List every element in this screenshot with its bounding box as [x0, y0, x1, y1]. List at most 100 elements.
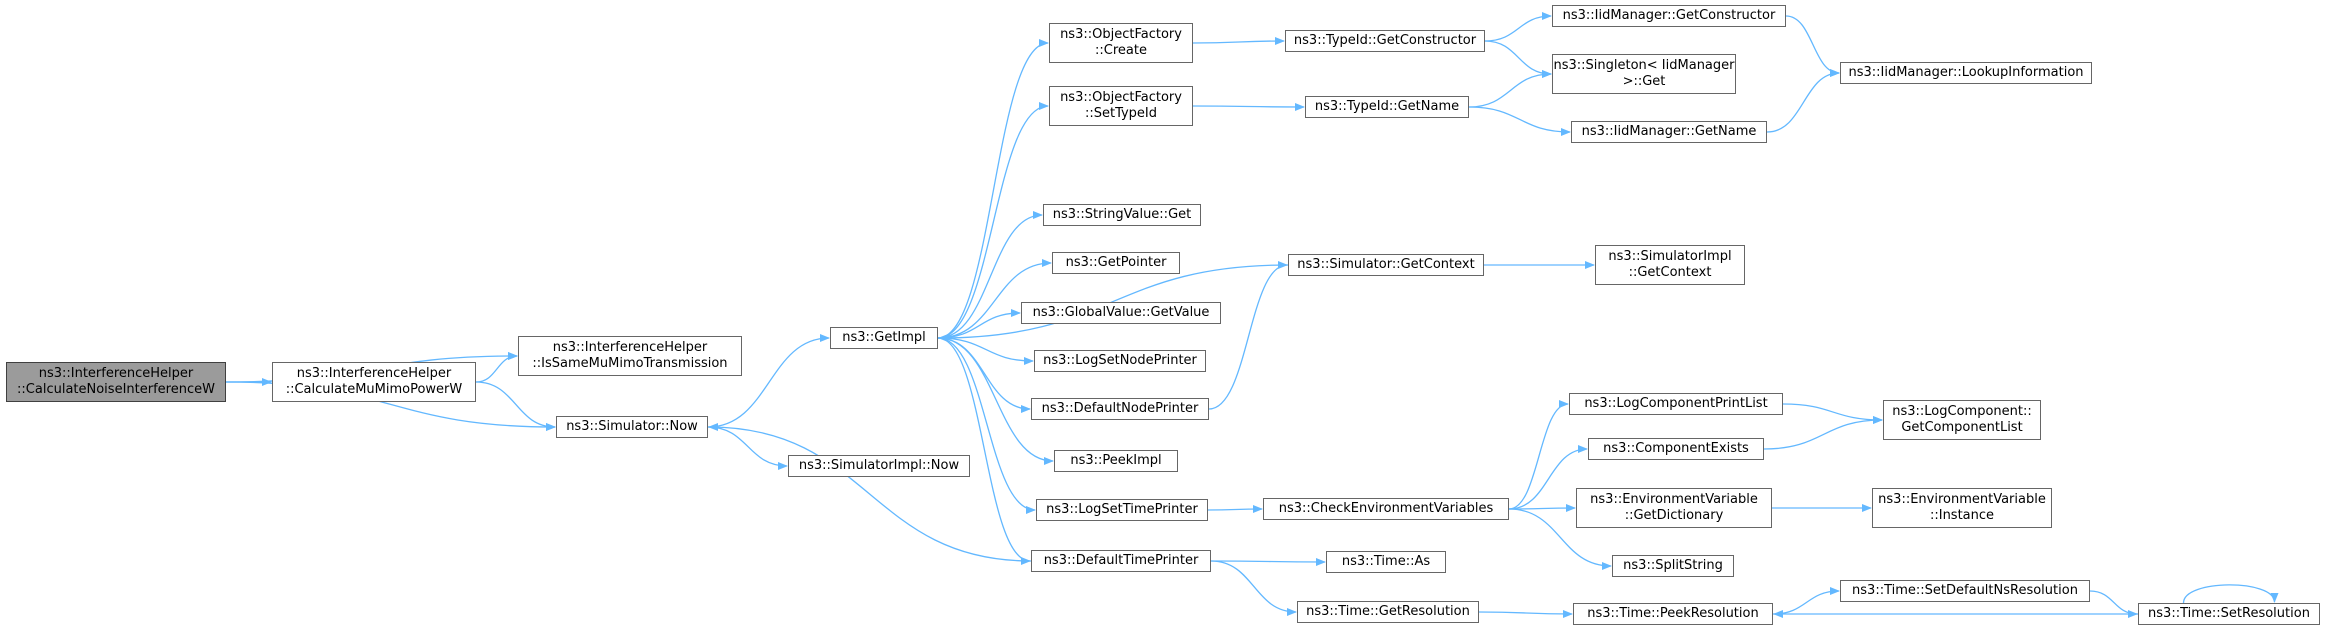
function-node-label-line: ::CalculateNoiseInterferenceW [17, 382, 215, 397]
function-node-simimpl-getcontext[interactable]: ns3::SimulatorImpl::GetContext [1595, 245, 1745, 285]
call-edge-time-setdefaultnsresolution-to-time-setresolution [2089, 590, 2138, 618]
function-node-label-line: ns3::IidManager::GetName [1581, 124, 1757, 139]
call-edge-typeid-getname-to-iidmgr-getname [1468, 106, 1571, 136]
function-node-default-node-printer[interactable]: ns3::DefaultNodePrinter [1031, 398, 1209, 420]
function-node-label-line: ns3::InterferenceHelper [552, 340, 708, 355]
function-node-label: ns3::LogComponent::GetComponentList [1892, 404, 2032, 436]
function-node-component-exists[interactable]: ns3::ComponentExists [1588, 438, 1764, 460]
call-edge-time-setresolution-to-time-setresolution [2182, 584, 2279, 604]
function-node-label-line: ::Create [1095, 43, 1147, 58]
function-node-logcomp-getcomponentlist[interactable]: ns3::LogComponent::GetComponentList [1883, 400, 2041, 440]
function-node-label: ns3::Time::SetDefaultNsResolution [1852, 583, 2078, 599]
function-node-label: ns3::ObjectFactory::SetTypeId [1060, 90, 1182, 122]
function-node-label: ns3::Simulator::GetContext [1297, 257, 1474, 273]
call-edge-typeid-getname-to-singleton-get [1468, 70, 1552, 108]
function-node-log-set-node-printer[interactable]: ns3::LogSetNodePrinter [1034, 350, 1206, 372]
function-node-label-line: ns3::StringValue::Get [1052, 207, 1192, 222]
function-node-label: ns3::LogSetTimePrinter [1046, 502, 1198, 518]
function-node-label-line: ns3::LogSetTimePrinter [1046, 502, 1198, 517]
function-node-envvar-getdictionary[interactable]: ns3::EnvironmentVariable::GetDictionary [1576, 488, 1772, 528]
call-edge-calc-mumimo-power-to-is-same-mumimo [475, 352, 518, 383]
function-node-label-line: ns3::Time::SetDefaultNsResolution [1852, 583, 2078, 598]
function-node-envvar-instance[interactable]: ns3::EnvironmentVariable::Instance [1872, 488, 2052, 528]
function-node-label: ns3::InterferenceHelper::CalculateNoiseI… [17, 366, 215, 398]
function-node-globalvalue-getvalue[interactable]: ns3::GlobalValue::GetValue [1021, 302, 1221, 324]
function-node-label-line: ns3::ComponentExists [1603, 441, 1749, 456]
function-node-label-line: GetComponentList [1901, 420, 2023, 435]
function-node-time-peekresolution[interactable]: ns3::Time::PeekResolution [1573, 603, 1773, 625]
call-edge-get-impl-to-log-set-time-printer [937, 337, 1036, 514]
function-node-label: ns3::CheckEnvironmentVariables [1279, 501, 1493, 517]
function-node-label: ns3::IidManager::GetName [1582, 124, 1757, 140]
function-node-time-getresolution[interactable]: ns3::Time::GetResolution [1297, 601, 1479, 623]
function-node-default-time-printer[interactable]: ns3::DefaultTimePrinter [1031, 550, 1211, 572]
function-node-label: ns3::EnvironmentVariable::GetDictionary [1590, 492, 1758, 524]
call-edge-typeid-getconstructor-to-iidmgr-getconstructor [1484, 12, 1552, 42]
function-node-label: ns3::StringValue::Get [1053, 207, 1191, 223]
function-node-label-line: ::GetDictionary [1624, 508, 1724, 523]
function-node-label: ns3::InterferenceHelper::CalculateMuMimo… [286, 366, 463, 398]
function-node-iidmgr-getname[interactable]: ns3::IidManager::GetName [1571, 121, 1767, 143]
call-edge-component-exists-to-logcomp-getcomponentlist [1763, 416, 1883, 450]
function-node-iidmgr-lookupinfo[interactable]: ns3::IidManager::LookupInformation [1840, 62, 2092, 84]
function-node-sim-now[interactable]: ns3::Simulator::Now [556, 416, 708, 438]
function-node-label-line: ns3::EnvironmentVariable [1878, 492, 2046, 507]
function-node-of-create[interactable]: ns3::ObjectFactory::Create [1049, 23, 1193, 63]
function-node-time-setdefaultnsresolution[interactable]: ns3::Time::SetDefaultNsResolution [1840, 580, 2090, 602]
function-node-stringvalue-get[interactable]: ns3::StringValue::Get [1043, 204, 1201, 226]
function-node-label-line: ns3::InterferenceHelper [38, 366, 194, 381]
call-edge-default-time-printer-to-sim-now [708, 423, 1032, 562]
function-node-label: ns3::GetPointer [1066, 255, 1167, 271]
function-node-logcomp-printlist[interactable]: ns3::LogComponentPrintList [1569, 393, 1783, 415]
function-node-label-line: ::GetContext [1628, 265, 1712, 280]
function-node-peek-impl[interactable]: ns3::PeekImpl [1054, 450, 1178, 472]
function-node-time-as[interactable]: ns3::Time::As [1326, 551, 1446, 573]
call-edge-sim-now-to-simimpl-now [707, 426, 788, 470]
call-edge-get-impl-to-peek-impl [937, 337, 1054, 465]
function-node-label: ns3::TypeId::GetName [1315, 99, 1459, 115]
function-node-get-impl[interactable]: ns3::GetImpl [830, 327, 938, 349]
function-node-iidmgr-getconstructor[interactable]: ns3::IidManager::GetConstructor [1552, 5, 1786, 27]
function-node-typeid-getname[interactable]: ns3::TypeId::GetName [1305, 96, 1469, 118]
function-node-label-line: ::SetTypeId [1084, 106, 1158, 121]
call-edge-iidmgr-getconstructor-to-iidmgr-lookupinfo [1785, 15, 1840, 77]
function-node-log-set-time-printer[interactable]: ns3::LogSetTimePrinter [1036, 499, 1208, 521]
function-node-get-pointer[interactable]: ns3::GetPointer [1052, 252, 1180, 274]
function-node-time-setresolution[interactable]: ns3::Time::SetResolution [2138, 603, 2320, 625]
function-node-simimpl-now[interactable]: ns3::SimulatorImpl::Now [788, 455, 970, 477]
function-node-label: ns3::SimulatorImpl::GetContext [1608, 249, 1731, 281]
function-node-label: ns3::Simulator::Now [566, 419, 698, 435]
function-node-check-env-vars[interactable]: ns3::CheckEnvironmentVariables [1263, 498, 1509, 520]
function-node-label-line: ns3::TypeId::GetName [1314, 99, 1460, 114]
function-node-label: ns3::SplitString [1623, 558, 1723, 574]
call-edge-default-time-printer-to-time-as [1210, 557, 1326, 566]
function-node-calc-mumimo-power[interactable]: ns3::InterferenceHelper::CalculateMuMimo… [272, 362, 476, 402]
function-node-label-line: ns3::GetImpl [842, 330, 926, 345]
call-edge-iidmgr-getname-to-iidmgr-lookupinfo [1766, 69, 1840, 133]
function-node-typeid-getconstructor[interactable]: ns3::TypeId::GetConstructor [1285, 30, 1485, 52]
function-node-label: ns3::ObjectFactory::Create [1060, 27, 1182, 59]
call-edge-typeid-getconstructor-to-singleton-get [1484, 40, 1552, 78]
function-node-sim-getcontext[interactable]: ns3::Simulator::GetContext [1288, 254, 1484, 276]
function-node-label: ns3::Singleton< IidManager>::Get [1553, 58, 1734, 90]
call-edge-default-node-printer-to-sim-getcontext [1208, 261, 1288, 410]
function-node-label-line: ns3::IidManager::LookupInformation [1848, 65, 2084, 80]
function-node-label-line: ns3::Time::GetResolution [1306, 604, 1470, 619]
function-node-label-line: ns3::ObjectFactory [1060, 27, 1182, 42]
function-node-label-line: ns3::InterferenceHelper [296, 366, 452, 381]
function-node-of-settypeid[interactable]: ns3::ObjectFactory::SetTypeId [1049, 86, 1193, 126]
call-edge-get-impl-to-get-pointer [937, 259, 1052, 339]
function-node-is-same-mumimo[interactable]: ns3::InterferenceHelper::IsSameMuMimoTra… [518, 336, 742, 376]
call-edge-get-impl-to-stringvalue-get [937, 211, 1043, 339]
call-edge-get-impl-to-of-create [937, 39, 1049, 339]
function-node-label: ns3::DefaultTimePrinter [1044, 553, 1199, 569]
function-node-label: ns3::EnvironmentVariable::Instance [1878, 492, 2046, 524]
call-edge-of-create-to-typeid-getconstructor [1192, 37, 1285, 46]
function-node-label-line: ns3::Time::SetResolution [2148, 606, 2310, 621]
function-node-split-string[interactable]: ns3::SplitString [1612, 555, 1734, 577]
function-node-label: ns3::Time::GetResolution [1306, 604, 1470, 620]
function-node-singleton-get[interactable]: ns3::Singleton< IidManager>::Get [1552, 54, 1736, 94]
function-node-label-line: ns3::PeekImpl [1070, 453, 1162, 468]
call-edge-get-impl-to-of-settypeid [937, 102, 1049, 339]
